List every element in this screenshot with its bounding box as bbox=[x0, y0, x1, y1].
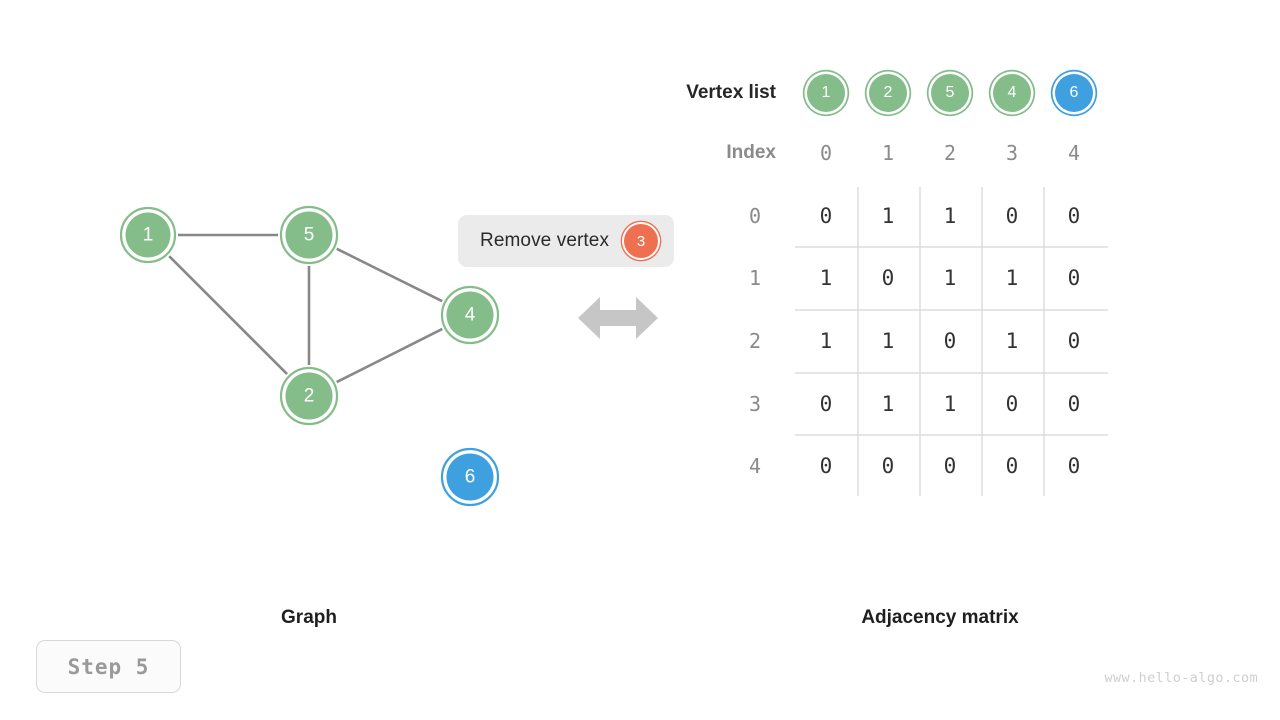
graph-node-ring bbox=[119, 206, 177, 264]
matrix-cell: 0 bbox=[943, 454, 957, 478]
matrix-row-label: 4 bbox=[748, 454, 762, 478]
index-label: Index bbox=[726, 142, 776, 163]
matrix-cell: 0 bbox=[1005, 204, 1019, 228]
index-cell: 2 bbox=[943, 141, 957, 165]
matrix-cell: 1 bbox=[819, 266, 833, 290]
graph-node-ring bbox=[440, 285, 500, 345]
matrix-cell: 0 bbox=[881, 454, 895, 478]
index-cell: 0 bbox=[819, 141, 833, 165]
matrix-cell: 0 bbox=[1067, 204, 1081, 228]
graph-edge bbox=[336, 247, 443, 303]
edge-layer bbox=[168, 233, 443, 384]
matrix-cell: 0 bbox=[1067, 454, 1081, 478]
matrix-row-label: 0 bbox=[748, 204, 762, 228]
step-button-label: Step 5 bbox=[67, 654, 150, 679]
matrix-cell: 0 bbox=[881, 266, 895, 290]
graph-node[interactable] bbox=[279, 205, 339, 265]
matrix-cell: 1 bbox=[819, 329, 833, 353]
matrix-cell: 0 bbox=[943, 329, 957, 353]
matrix-cell: 1 bbox=[1005, 329, 1019, 353]
graph-node[interactable] bbox=[440, 447, 500, 507]
operation-label: Remove vertex bbox=[480, 230, 610, 251]
node-layer bbox=[119, 205, 500, 507]
graph-edge bbox=[168, 255, 288, 375]
matrix-cell: 0 bbox=[819, 454, 833, 478]
graph-node[interactable] bbox=[279, 366, 339, 426]
graph-node-disc bbox=[125, 212, 171, 258]
operation-badge-value: 3 bbox=[636, 232, 646, 250]
matrix-cell: 1 bbox=[943, 204, 957, 228]
graph-edge bbox=[336, 327, 443, 384]
graph-diagram bbox=[119, 205, 500, 507]
matrix-cell: 0 bbox=[1067, 329, 1081, 353]
vertex-list-item[interactable]: 6 bbox=[1055, 74, 1093, 112]
matrix-cell: 1 bbox=[943, 392, 957, 416]
matrix-cell: 0 bbox=[1005, 454, 1019, 478]
matrix-cell: 1 bbox=[1005, 266, 1019, 290]
matrix-cell: 1 bbox=[943, 266, 957, 290]
matrix-row-label: 3 bbox=[748, 392, 762, 416]
matrix-cell: 1 bbox=[881, 392, 895, 416]
graph-node[interactable] bbox=[440, 285, 500, 345]
graph-node-disc bbox=[446, 453, 494, 501]
graph-node-disc bbox=[285, 372, 333, 420]
matrix-caption: Adjacency matrix bbox=[861, 607, 1019, 628]
vertex-list-label: Vertex list bbox=[686, 82, 776, 103]
graph-node-disc bbox=[285, 211, 333, 259]
graph-node-disc bbox=[446, 291, 494, 339]
step-button[interactable]: Step 5 bbox=[36, 640, 181, 693]
matrix-cell: 0 bbox=[1005, 392, 1019, 416]
matrix-cell: 0 bbox=[819, 392, 833, 416]
matrix-cell: 0 bbox=[1067, 266, 1081, 290]
index-cell: 4 bbox=[1067, 141, 1081, 165]
matrix-cell: 1 bbox=[881, 204, 895, 228]
graph-node-ring bbox=[279, 366, 339, 426]
graph-node-ring bbox=[279, 205, 339, 265]
operation-badge: 3 bbox=[624, 224, 659, 258]
matrix-cell: 1 bbox=[881, 329, 895, 353]
watermark: www.hello-algo.com bbox=[1104, 670, 1258, 686]
matrix-cell: 0 bbox=[819, 204, 833, 228]
matrix-row-label: 1 bbox=[748, 266, 762, 290]
vertex-list-item[interactable]: 4 bbox=[993, 74, 1031, 112]
graph-node[interactable] bbox=[119, 206, 177, 264]
index-cell: 1 bbox=[881, 141, 895, 165]
vertex-list-item[interactable]: 5 bbox=[931, 74, 969, 112]
vertex-list-item[interactable]: 2 bbox=[869, 74, 907, 112]
operation-chip: Remove vertex 3 bbox=[458, 215, 675, 267]
matrix-cell: 0 bbox=[1067, 392, 1081, 416]
graph-caption: Graph bbox=[281, 607, 337, 628]
index-cell: 3 bbox=[1005, 141, 1019, 165]
graph-node-ring bbox=[440, 447, 500, 507]
vertex-list-item[interactable]: 1 bbox=[807, 74, 845, 112]
matrix-row-label: 2 bbox=[748, 329, 762, 353]
double-headed-arrow-icon bbox=[578, 297, 658, 339]
